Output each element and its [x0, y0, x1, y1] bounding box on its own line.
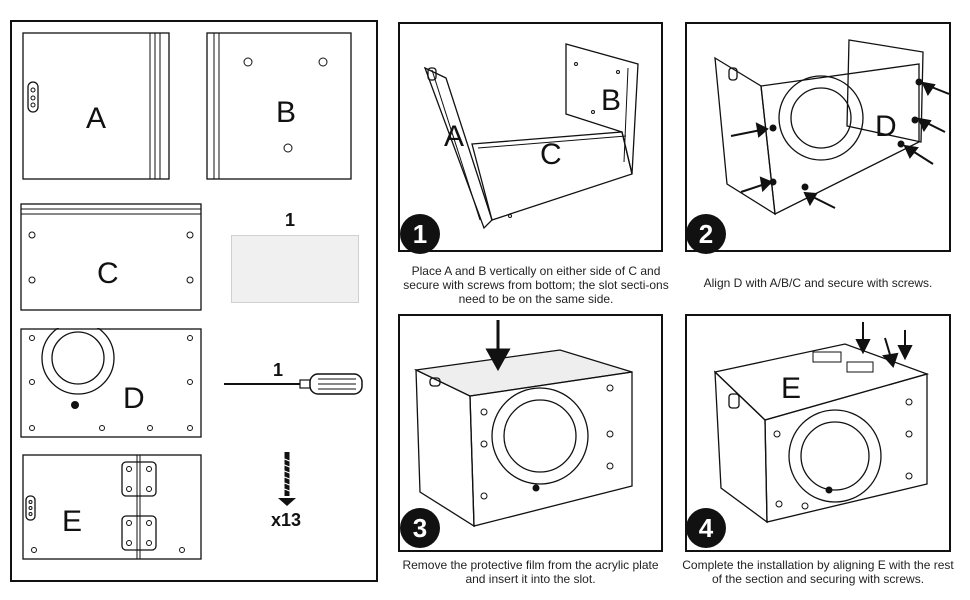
step-4-drawing: E [713, 322, 930, 524]
screwdriver-icon [224, 373, 363, 395]
step-3-caption: Remove the protective film from the acry… [402, 558, 659, 586]
step-4-label-e: E [781, 372, 801, 405]
part-b: B [206, 32, 352, 180]
part-e-label: E [62, 505, 82, 538]
step-2-caption: Align D with A/B/C and secure with screw… [703, 276, 933, 290]
step-2-badge: 2 [686, 214, 726, 254]
part-e: E [22, 454, 202, 560]
part-b-label: B [276, 96, 296, 129]
acrylic-quantity: 1 [284, 210, 295, 230]
step-1-caption: Place A and B vertically on either side … [403, 264, 669, 306]
part-a: A [22, 32, 170, 180]
step-1-label-b: B [601, 84, 621, 117]
screw-icon [278, 452, 296, 506]
step-2-drawing: D [714, 39, 949, 216]
step-1-drawing: A B C [423, 43, 639, 230]
step-4-badge: 4 [686, 508, 726, 548]
screwdriver-quantity: 1 [272, 360, 283, 380]
part-a-label: A [86, 102, 106, 135]
step-3-badge: 3 [400, 508, 440, 548]
step-2-panel [685, 22, 951, 252]
part-c: C [20, 203, 202, 311]
step-1-badge: 1 [400, 214, 440, 254]
step-1-label-c: C [540, 138, 562, 171]
step-3-drawing [413, 320, 633, 528]
part-d: D [20, 328, 202, 438]
part-c-label: C [97, 257, 119, 290]
step-2-label-d: D [875, 110, 897, 143]
screws-quantity: x13 [270, 510, 302, 530]
step-1-label-a: A [444, 120, 464, 153]
step-4-caption: Complete the installation by aligning E … [682, 558, 954, 586]
acrylic-plate [231, 235, 359, 303]
part-d-label: D [123, 382, 145, 415]
